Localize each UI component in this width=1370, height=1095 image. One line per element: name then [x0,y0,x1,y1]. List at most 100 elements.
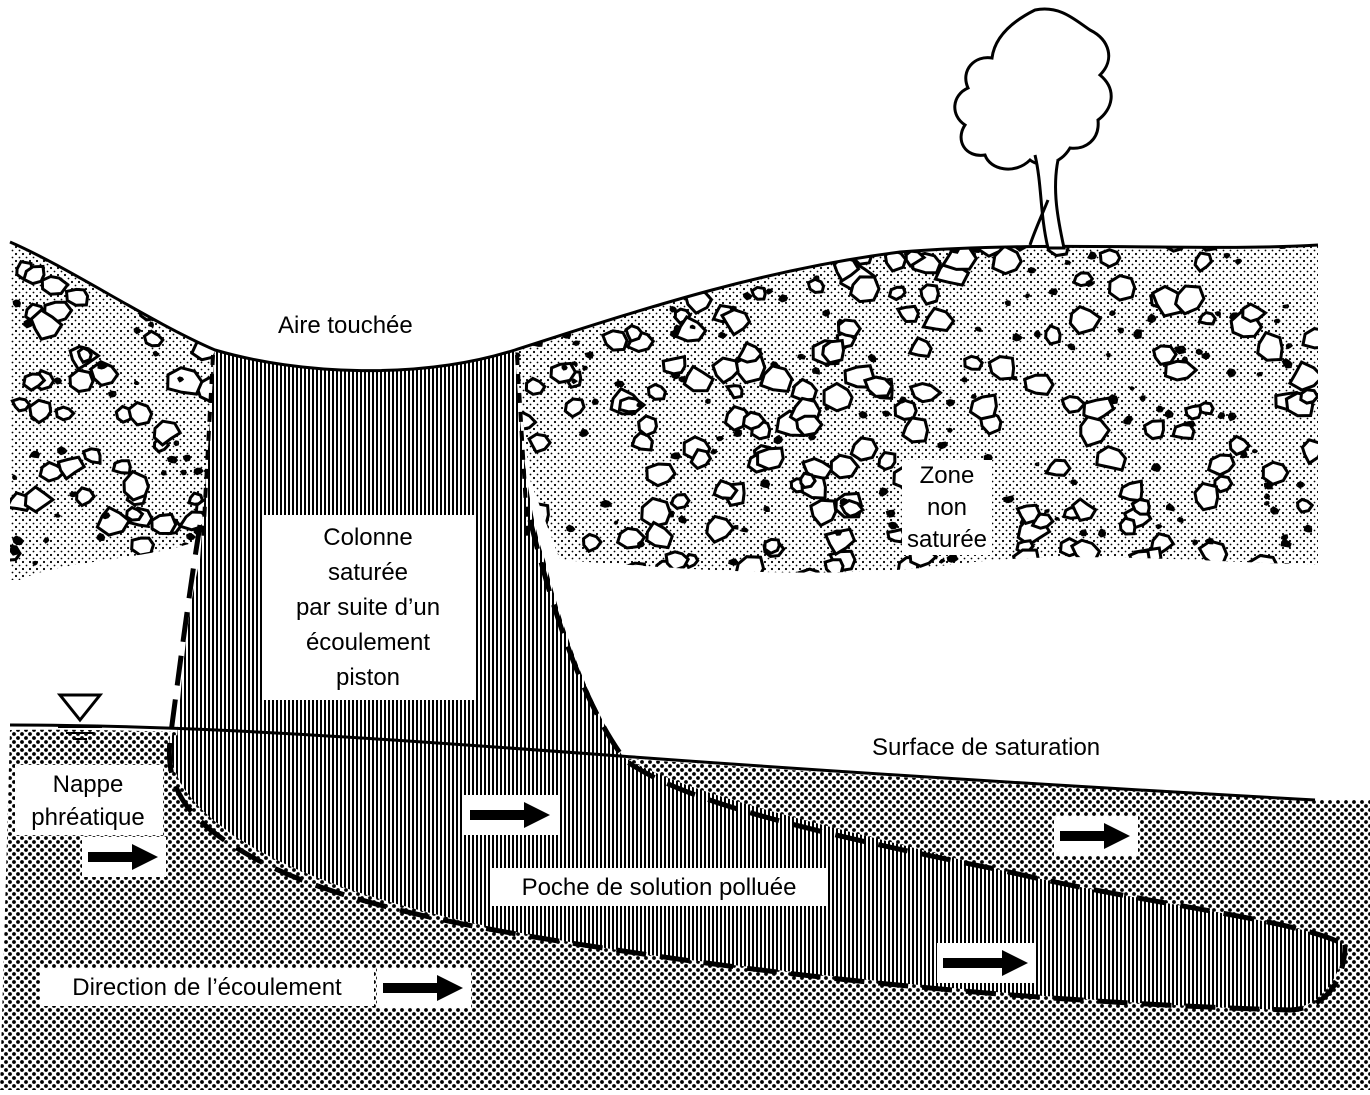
gravel-pebble [573,309,578,315]
gravel-pebble [851,277,879,302]
gravel-pebble [799,569,821,588]
column-label-4: écoulement [306,629,430,656]
gravel-pebble [1301,390,1318,403]
gravel-pebble [1110,276,1135,301]
saturation-surface-label: Surface de saturation [872,734,1100,761]
gravel-pebble [542,320,551,328]
gravel-pebble [730,242,761,263]
gravel-pebble [174,323,180,328]
gravel-pebble [1132,500,1149,515]
gravel-pebble [995,236,1003,243]
gravel-pebble [67,289,88,305]
gravel-pebble [1263,462,1288,484]
gravel-pebble [790,233,813,254]
gravel-pebble [1173,425,1194,439]
gravel-pebble [791,240,801,250]
gravel-pebble [1025,375,1053,394]
gravel-pebble [921,285,939,304]
gravel-pebble [879,453,895,470]
tree-icon [955,9,1111,248]
gravel-pebble [528,335,538,343]
gravel-pebble [888,529,904,541]
column-label-3: par suite d’un [296,594,440,621]
gravel-pebble [1186,406,1201,419]
gravel-pebble [633,251,655,266]
gravel-pebble [132,538,154,555]
polluted-pocket-label: Poche de solution polluée [522,874,797,901]
gravel-pebble [113,461,130,473]
gravel-pebble [582,243,605,263]
gravel-pebble [895,400,916,419]
gravel-pebble [801,473,815,487]
unsaturated-label-3: saturée [907,526,987,553]
gravel-pebble [872,573,879,579]
gravel-pebble [646,251,664,266]
gravel-pebble [1199,541,1226,564]
gravel-pebble [663,357,685,374]
gravel-pebble [644,280,668,301]
gravel-pebble [70,370,93,391]
gravel-pebble [1046,326,1060,344]
gravel-pebble [656,278,663,284]
gravel-pebble [1101,577,1108,583]
gravel-pebble [752,287,765,299]
gravel-pebble [848,241,861,252]
gravel-pebble [550,284,559,294]
gravel-pebble [666,552,688,571]
gravel-pebble [70,572,80,579]
gravel-pebble [734,240,743,248]
gravel-pebble [80,240,102,258]
gravel-pebble [1049,565,1072,590]
gravel-pebble [158,275,165,282]
gravel-pebble [56,407,73,420]
gravel-pebble [648,385,665,400]
gravel-pebble [758,448,784,469]
gravel-pebble [627,250,635,258]
gravel-pebble [508,250,540,275]
gravel-pebble [582,242,590,248]
gravel-pebble [1282,563,1292,571]
gravel-pebble [596,263,615,279]
column-label-5: piston [336,664,400,691]
gravel-pebble [1195,483,1218,509]
gravel-pebble [689,248,712,266]
gravel-pebble [1199,313,1215,324]
gravel-pebble [695,251,729,275]
gravel-pebble [197,250,204,255]
gravel-pebble [124,472,148,500]
gravel-pebble [585,246,608,265]
gravel-pebble [634,576,641,582]
gravel-pebble [548,325,556,331]
gravel-pebble [639,416,657,435]
gravel-pebble [512,294,543,322]
gravel-pebble [195,261,202,267]
gravel-pebble [825,560,843,575]
gravel-pebble [823,341,844,363]
gravel-pebble [572,278,605,307]
gravel-pebble [580,272,603,290]
water-table-label-2: phréatique [31,804,144,831]
gravel-pebble [189,287,217,310]
gravel-pebble [792,245,809,259]
gravel-pebble [634,286,642,293]
gravel-pebble [126,257,148,277]
flow-direction-label: Direction de l’écoulement [72,974,342,1001]
gravel-pebble [597,270,620,286]
gravel-pebble [625,563,645,581]
gravel-pebble [1249,556,1278,578]
water-table-label-1: Nappe [53,771,124,798]
gravel-pebble [900,571,911,579]
gravel-pebble [931,571,940,577]
gravel-pebble [185,252,200,262]
gravel-pebble [890,287,906,299]
gravel-pebble [1303,329,1331,348]
gravel-pebble [626,326,642,342]
gravel-pebble [1120,518,1135,534]
gravel-pebble [129,403,152,425]
gravel-pebble [574,570,582,576]
gravel-pebble [78,348,91,362]
unsaturated-label-2: non [927,494,967,521]
gravel-pebble [188,265,217,286]
gravel-pebble [850,236,857,243]
gravel-pebble [965,356,983,369]
